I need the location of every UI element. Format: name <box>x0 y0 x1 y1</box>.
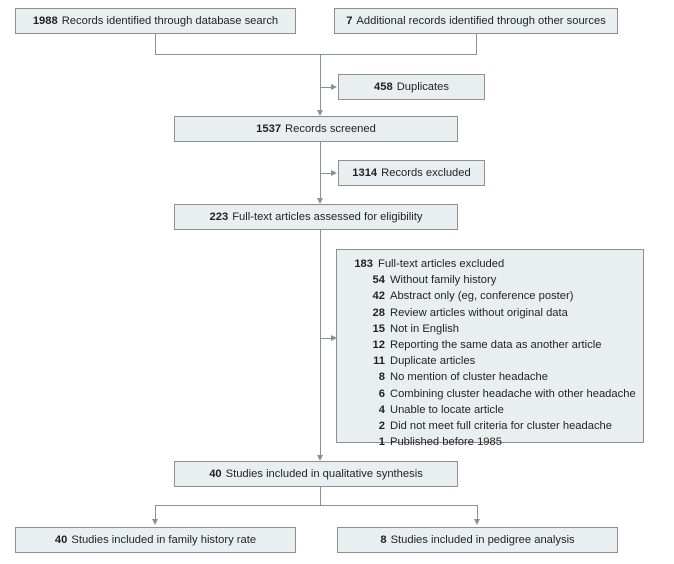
connector-final-split-horizontal <box>155 505 478 506</box>
connector-to-pedigree-analysis <box>477 505 478 521</box>
exclusion-reason-count: 8 <box>378 371 385 384</box>
connector-qualitative-down <box>320 487 321 506</box>
arrowhead-to-family-history-rate <box>152 519 158 525</box>
node-fulltext-excluded: 183 Full-text articles excluded 54 Witho… <box>336 249 644 448</box>
exclusion-reason-row: 12 Reporting the same data as another ar… <box>359 337 635 353</box>
exclusion-reason-count: 11 <box>373 355 385 368</box>
node-fulltext-assessed-label: Full-text articles assessed for eligibil… <box>232 211 423 223</box>
connector-trunk-to-qualitative <box>320 230 321 459</box>
connector-to-fulltext-excluded <box>320 338 332 339</box>
connector-to-duplicates <box>320 87 332 88</box>
exclusion-reason-count: 6 <box>378 387 385 400</box>
fulltext-excluded-total-row: 183 Full-text articles excluded <box>347 256 635 272</box>
connector-to-records-excluded <box>320 173 332 174</box>
exclusion-reason-label: Duplicate articles <box>390 355 476 368</box>
exclusion-reason-row: 4 Unable to locate article <box>359 402 635 418</box>
exclusion-reason-label: Review articles without original data <box>390 306 568 319</box>
fulltext-excluded-reason-list: 54 Without family history 42 Abstract on… <box>359 272 636 450</box>
exclusion-reason-row: 8 No mention of cluster headache <box>359 369 635 385</box>
exclusion-reason-row: 1 Published before 1985 <box>359 434 635 450</box>
exclusion-reason-row: 28 Review articles without original data <box>359 305 635 321</box>
exclusion-reason-count: 28 <box>372 306 385 319</box>
exclusion-reason-label: Without family history <box>390 274 497 287</box>
exclusion-reason-count: 12 <box>372 339 385 352</box>
connector-other-sources-down <box>476 34 477 55</box>
node-qualitative-synthesis-count: 40 <box>209 468 222 480</box>
fulltext-excluded-total-label: Full-text articles excluded <box>378 258 505 270</box>
exclusion-reason-row: 15 Not in English <box>359 321 635 337</box>
node-duplicates-label: Duplicates <box>396 81 449 93</box>
exclusion-reason-count: 2 <box>378 420 385 433</box>
node-other-sources-count: 7 <box>346 15 353 27</box>
exclusion-reason-row: 2 Did not meet full criteria for cluster… <box>359 418 635 434</box>
node-family-history-rate-count: 40 <box>54 534 68 546</box>
connector-database-search-down <box>155 34 156 55</box>
fulltext-excluded-total-count: 183 <box>354 258 373 270</box>
node-records-excluded-label: Records excluded <box>381 167 471 179</box>
exclusion-reason-row: 42 Abstract only (eg, conference poster) <box>359 288 635 304</box>
node-database-search-label: Records identified through database sear… <box>61 15 279 27</box>
arrowhead-to-records-screened <box>317 110 323 116</box>
node-duplicates-count: 458 <box>374 81 393 93</box>
exclusion-reason-count: 15 <box>372 322 385 335</box>
node-fulltext-assessed-count: 223 <box>209 211 229 223</box>
arrowhead-to-fulltext-excluded <box>331 334 337 341</box>
connector-trunk-to-fulltext <box>320 142 321 202</box>
node-records-excluded-count: 1314 <box>352 167 378 179</box>
exclusion-reason-row: 54 Without family history <box>359 272 635 288</box>
connector-trunk-to-screened <box>320 54 321 114</box>
node-database-search-count: 1988 <box>32 15 58 27</box>
arrowhead-to-qualitative-synthesis <box>317 455 323 461</box>
node-records-screened-label: Records screened <box>285 123 376 135</box>
exclusion-reason-label: Abstract only (eg, conference poster) <box>390 290 574 303</box>
node-records-screened-count: 1537 <box>256 123 282 135</box>
node-other-sources-label: Additional records identified through ot… <box>356 15 606 27</box>
node-pedigree-analysis-count: 8 <box>380 534 387 546</box>
exclusion-reason-count: 42 <box>372 290 385 303</box>
exclusion-reason-count: 54 <box>372 274 385 287</box>
exclusion-reason-label: Reporting the same data as another artic… <box>390 339 602 352</box>
exclusion-reason-row: 11 Duplicate articles <box>359 353 635 369</box>
connector-to-family-history-rate <box>155 505 156 521</box>
node-pedigree-analysis-label: Studies included in pedigree analysis <box>390 534 575 546</box>
exclusion-reason-label: Did not meet full criteria for cluster h… <box>390 420 612 433</box>
arrowhead-to-records-excluded <box>331 169 337 176</box>
arrowhead-to-pedigree-analysis <box>474 519 480 525</box>
exclusion-reason-count: 4 <box>378 403 385 416</box>
exclusion-reason-label: Not in English <box>390 322 460 335</box>
exclusion-reason-label: Combining cluster headache with other he… <box>390 387 636 400</box>
exclusion-reason-label: Unable to locate article <box>390 403 504 416</box>
arrowhead-to-duplicates <box>331 83 337 90</box>
exclusion-reason-row: 6 Combining cluster headache with other … <box>359 386 636 402</box>
exclusion-reason-label: No mention of cluster headache <box>390 371 548 384</box>
connector-merge-horizontal <box>155 54 477 55</box>
exclusion-reason-label: Published before 1985 <box>390 436 502 449</box>
node-qualitative-synthesis-label: Studies included in qualitative synthesi… <box>225 468 423 480</box>
arrowhead-to-fulltext-assessed <box>317 198 323 204</box>
exclusion-reason-count: 1 <box>378 436 385 449</box>
node-family-history-rate-label: Studies included in family history rate <box>71 534 257 546</box>
